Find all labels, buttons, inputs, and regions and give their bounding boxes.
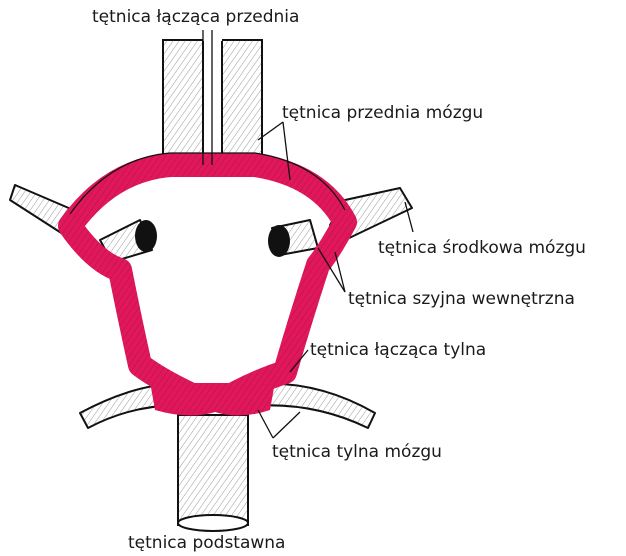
label-middle-cerebral: tętnica środkowa mózgu [378,240,586,257]
circle-of-willis-ring [70,153,345,416]
label-posterior-communicating: tętnica łącząca tylna [310,342,486,359]
basilar-vessel [178,415,248,531]
label-anterior-communicating: tętnica łącząca przednia [92,9,299,26]
label-basilar: tętnica podstawna [128,535,285,552]
internal-carotid-right-stump [268,220,318,257]
label-anterior-cerebral: tętnica przednia mózgu [282,105,483,122]
label-posterior-cerebral: tętnica tylna mózgu [272,444,442,461]
label-internal-carotid: tętnica szyjna wewnętrzna [348,291,575,308]
